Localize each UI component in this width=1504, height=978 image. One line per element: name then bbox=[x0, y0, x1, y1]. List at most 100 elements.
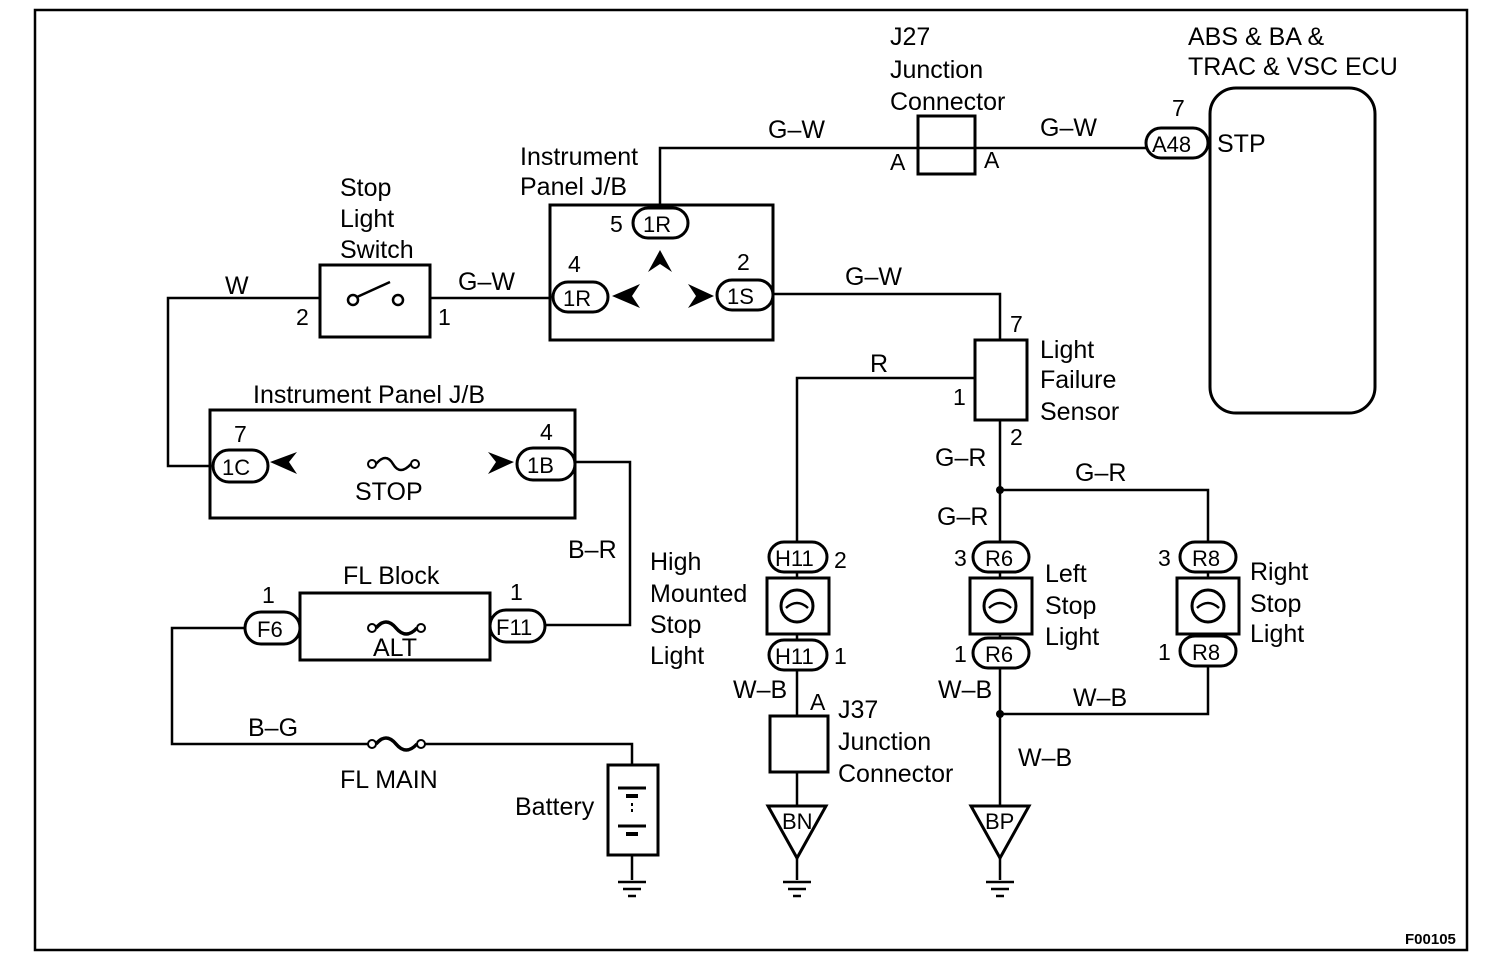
ground-icon bbox=[783, 880, 811, 898]
ecu-body bbox=[1208, 86, 1377, 415]
connector-h11-top bbox=[767, 540, 829, 574]
j27-pin-left: A bbox=[890, 149, 906, 175]
fl-main: FL MAIN bbox=[340, 736, 438, 794]
j27-line2: Junction bbox=[890, 56, 983, 84]
ground-point-bn: BN bbox=[765, 804, 829, 898]
ground-bp-label: BP bbox=[985, 809, 1014, 834]
fl-main-label: FL MAIN bbox=[340, 766, 438, 794]
connector-f11-pin: 1 bbox=[510, 579, 523, 605]
fuse-alt-label: ALT bbox=[373, 634, 417, 662]
figure-id: F00105 bbox=[1405, 931, 1456, 948]
connector-r6-top bbox=[971, 540, 1031, 574]
connector-1r-top-pin: 5 bbox=[610, 211, 623, 237]
connector-1s-pin: 2 bbox=[737, 249, 750, 275]
wire-label: G–R bbox=[937, 503, 988, 531]
left-stop-line3: Light bbox=[1045, 623, 1099, 651]
connector-r8-top bbox=[1178, 540, 1238, 574]
ip-jb-top-line2: Panel J/B bbox=[520, 173, 627, 201]
ground-triangle-icon bbox=[765, 804, 829, 862]
fusible-link-icon bbox=[374, 736, 419, 752]
connector-r8-bottom-pin: 1 bbox=[1158, 639, 1171, 665]
instrument-panel-jb-top: Instrument Panel J/B 1R 5 1R 4 1S 2 bbox=[520, 143, 775, 342]
sensor-line1: Light bbox=[1040, 336, 1094, 364]
sensor-body bbox=[973, 338, 1029, 422]
ip-jb-top-line1: Instrument bbox=[520, 143, 638, 171]
wire-label: G–R bbox=[1075, 459, 1126, 487]
connector-1b-label: 1B bbox=[527, 453, 554, 478]
ground-icon bbox=[986, 880, 1014, 898]
sensor-pin-top: 7 bbox=[1010, 311, 1023, 337]
fuse-stop-label: STOP bbox=[355, 478, 423, 506]
high-mount-line3: Stop bbox=[650, 611, 701, 639]
connector-r6-bottom bbox=[971, 636, 1031, 670]
connector-1r-top bbox=[631, 206, 690, 240]
fl-block-title: FL Block bbox=[343, 562, 440, 590]
connector-1c-pin: 7 bbox=[234, 421, 247, 447]
arrow-right-icon bbox=[688, 284, 714, 308]
abs-ecu: ABS & BA & TRAC & VSC ECU STP 7 A48 bbox=[1144, 23, 1398, 415]
wire-label: W–B bbox=[1073, 684, 1127, 712]
instrument-panel-jb-bottom: Instrument Panel J/B 1C 7 1B 4 STOP bbox=[208, 381, 577, 520]
wire-label: G–W bbox=[845, 263, 902, 291]
bulb-icon bbox=[779, 588, 815, 624]
splice-dot bbox=[996, 710, 1004, 718]
connector-f6 bbox=[243, 610, 302, 646]
wire-label: G–W bbox=[458, 268, 515, 296]
connector-1s bbox=[715, 278, 775, 312]
j37-line3: Connector bbox=[838, 760, 953, 788]
ecu-terminal-stp: STP bbox=[1217, 130, 1266, 158]
switch-line3: Switch bbox=[340, 236, 414, 264]
j27-line3: Connector bbox=[890, 88, 1005, 116]
connector-r6-bottom-label: R6 bbox=[985, 642, 1013, 667]
switch-pin-left: 2 bbox=[296, 304, 309, 330]
sensor-pin-left: 1 bbox=[953, 384, 966, 410]
ecu-pin: 7 bbox=[1172, 95, 1185, 121]
connector-a48-label: A48 bbox=[1152, 132, 1191, 157]
right-stop-light: R8 3 R8 1 Right Stop Light bbox=[1158, 540, 1308, 668]
connector-1c-label: 1C bbox=[222, 455, 250, 480]
ecu-title-line2: TRAC & VSC ECU bbox=[1188, 53, 1398, 81]
j37-body bbox=[768, 714, 830, 774]
left-stop-line1: Left bbox=[1045, 560, 1087, 588]
battery-label: Battery bbox=[515, 793, 595, 821]
ground-triangle-icon bbox=[968, 804, 1032, 862]
connector-r6-top-pin: 3 bbox=[954, 545, 967, 571]
switch-contact-icon bbox=[356, 280, 391, 299]
high-mount-line1: High bbox=[650, 548, 701, 576]
connector-f11 bbox=[488, 608, 547, 644]
right-stop-line3: Light bbox=[1250, 620, 1304, 648]
wire-label: W–B bbox=[1018, 744, 1072, 772]
battery: Battery bbox=[515, 763, 660, 898]
wire-label: G–R bbox=[935, 444, 986, 472]
switch-line1: Stop bbox=[340, 174, 391, 202]
ip-jb-bottom-title: Instrument Panel J/B bbox=[253, 381, 485, 409]
sensor-line2: Failure bbox=[1040, 366, 1116, 394]
connector-h11-top-label: H11 bbox=[775, 546, 814, 571]
wire-label: W bbox=[225, 272, 249, 300]
wire-label: B–G bbox=[248, 714, 298, 742]
wire-label: B–R bbox=[568, 536, 617, 564]
fl-block: FL Block F6 1 F11 1 ALT bbox=[243, 562, 547, 662]
left-stop-light: R6 3 R6 1 Left Stop Light bbox=[954, 540, 1099, 670]
connector-1r-left bbox=[551, 280, 610, 314]
connector-r8-bottom bbox=[1178, 634, 1238, 668]
ecu-title-line1: ABS & BA & bbox=[1188, 23, 1325, 51]
connector-1b bbox=[515, 446, 577, 482]
right-stop-line1: Right bbox=[1250, 558, 1308, 586]
connector-r6-bottom-pin: 1 bbox=[954, 641, 967, 667]
j27-body bbox=[916, 114, 977, 176]
connector-r6-top-label: R6 bbox=[985, 546, 1013, 571]
j37-line1: J37 bbox=[838, 696, 878, 724]
j27-junction-connector: J27 Junction Connector A A bbox=[890, 23, 1005, 176]
connector-h11-bottom-label: H11 bbox=[775, 644, 814, 669]
wire-label: W–B bbox=[938, 676, 992, 704]
j27-pin-right: A bbox=[984, 147, 1000, 173]
wire-color-labels: G–W G–W G–W G–W W R G–R G–R G–R B–R B–G … bbox=[225, 114, 1127, 772]
switch-line2: Light bbox=[340, 205, 394, 233]
sensor-line3: Sensor bbox=[1040, 398, 1119, 426]
switch-pin-right: 1 bbox=[438, 304, 451, 330]
arrow-right-icon bbox=[488, 452, 514, 474]
bulb-icon bbox=[982, 588, 1018, 624]
connector-r8-top-pin: 3 bbox=[1158, 545, 1171, 571]
